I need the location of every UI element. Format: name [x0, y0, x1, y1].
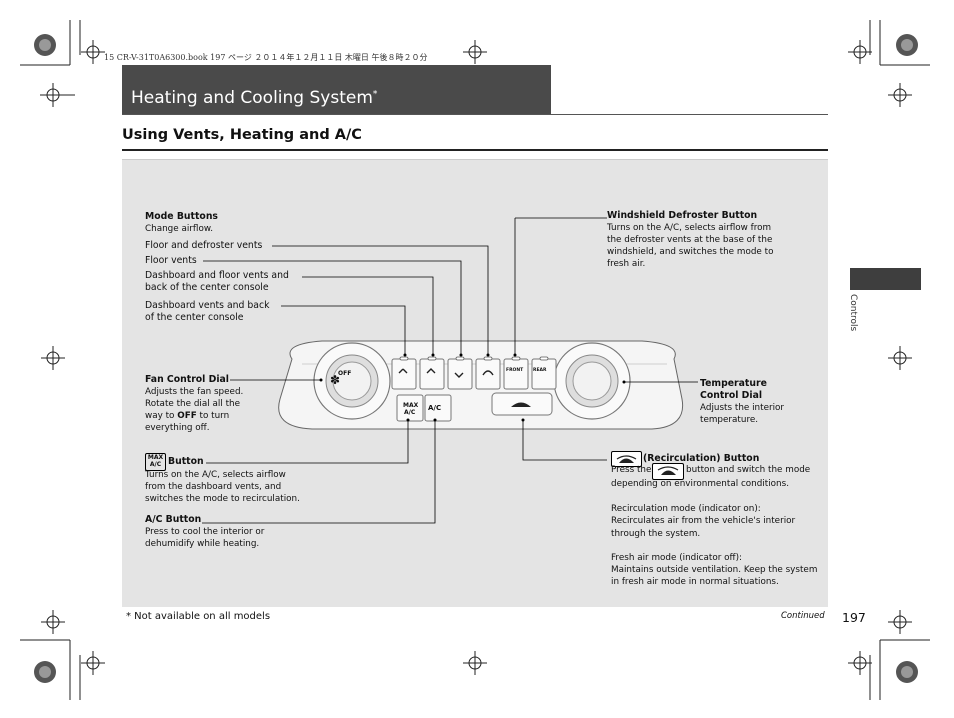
- recirc-on-title: Recirculation mode (indicator on):: [611, 504, 761, 514]
- ac-button-label: A/C: [428, 404, 442, 412]
- max-ac-desc-3: switches the mode to recirculation.: [145, 494, 300, 504]
- fan-control-desc-1: Adjusts the fan speed.: [145, 387, 244, 397]
- recirculation-title: (Recirculation) Button: [643, 453, 760, 464]
- section-rule: [122, 149, 828, 151]
- fresh-air-desc-2: in fresh air mode in normal situations.: [611, 577, 779, 587]
- section-title: Using Vents, Heating and A/C: [122, 127, 362, 143]
- recirculation-press-pre: Press the: [611, 465, 652, 475]
- windshield-defroster-desc-2: the defroster vents at the base of the: [607, 235, 773, 245]
- side-chapter-tab: [850, 268, 921, 290]
- recirculation-inline-icon: [652, 463, 684, 480]
- recirculation-inline-glyph: [657, 466, 679, 475]
- fan-control-desc-3: way to OFF to turn: [145, 410, 229, 422]
- windshield-defroster-desc-3: windshield, and switches the mode to: [607, 247, 774, 257]
- windshield-defroster-desc-1: Turns on the A/C, selects airflow from: [607, 223, 772, 233]
- temperature-dial-title-1: Temperature: [700, 378, 767, 389]
- max-ac-sub-label: A/C: [404, 409, 416, 416]
- dash-back-label-2: of the center console: [145, 312, 244, 323]
- max-ac-title: Button: [168, 456, 204, 467]
- fresh-air-title: Fresh air mode (indicator off):: [611, 553, 742, 563]
- page-title: Heating and Cooling System*: [131, 88, 377, 108]
- floor-defroster-label: Floor and defroster vents: [145, 240, 263, 251]
- ac-button-title: A/C Button: [145, 514, 202, 525]
- page-number: 197: [842, 610, 866, 625]
- rear-defroster-label: REAR: [533, 368, 547, 373]
- mode-buttons-desc: Change airflow.: [145, 224, 214, 234]
- front-defroster-label: FRONT: [506, 368, 524, 373]
- recirculation-icon: [611, 451, 642, 467]
- fan-desc-3-off: OFF: [177, 411, 197, 421]
- max-ac-desc-2: from the dashboard vents, and: [145, 482, 282, 492]
- recirculation-press-2: depending on environmental conditions.: [611, 479, 790, 489]
- fresh-air-desc-1: Maintains outside ventilation. Keep the …: [611, 565, 818, 575]
- fan-desc-3-pre: way to: [145, 411, 178, 421]
- windshield-defroster-desc-4: fresh air.: [607, 259, 646, 269]
- dash-floor-label-1: Dashboard and floor vents and: [145, 270, 289, 281]
- title-footnote-marker: *: [372, 89, 378, 100]
- recirc-on-desc-1: Recirculates air from the vehicle's inte…: [611, 516, 796, 526]
- max-ac-icon: MAX A/C: [145, 453, 166, 471]
- recirculation-press-post: button and switch the mode: [686, 465, 811, 475]
- max-ac-icon-bottom: A/C: [149, 461, 162, 468]
- dash-floor-label-2: back of the center console: [145, 282, 269, 293]
- continued-label: Continued: [781, 611, 825, 621]
- recirc-on-desc-2: through the system.: [611, 529, 701, 539]
- footnote: * Not available on all models: [126, 611, 271, 622]
- climate-control-illustration: [278, 340, 684, 430]
- floor-vents-label: Floor vents: [145, 255, 197, 266]
- off-label: OFF: [338, 370, 352, 377]
- temperature-dial-title-2: Control Dial: [700, 390, 763, 401]
- fan-desc-3-post: to turn: [196, 411, 230, 421]
- max-label: MAX: [403, 402, 419, 409]
- dash-back-label-1: Dashboard vents and back: [145, 300, 270, 311]
- max-ac-icon-top: MAX: [147, 454, 164, 461]
- max-ac-desc-1: Turns on the A/C, selects airflow: [145, 470, 286, 480]
- fan-control-title: Fan Control Dial: [145, 374, 229, 385]
- book-file-info: 15 CR-V-31T0A6300.book 197 ページ ２０１４年１２月１…: [104, 53, 428, 62]
- page-title-text: Heating and Cooling System: [131, 88, 373, 108]
- mode-buttons-title: Mode Buttons: [145, 211, 218, 222]
- temperature-dial-desc-1: Adjusts the interior: [700, 403, 785, 413]
- fan-icon: ✽: [330, 373, 341, 387]
- ac-button-desc-2: dehumidify while heating.: [145, 539, 260, 549]
- windshield-defroster-title: Windshield Defroster Button: [607, 210, 758, 221]
- side-chapter-label: Controls: [848, 294, 858, 332]
- title-bar: [122, 65, 551, 114]
- temperature-dial-desc-2: temperature.: [700, 415, 759, 425]
- title-rule: [122, 114, 828, 115]
- recirculation-icon-glyph: [616, 455, 637, 463]
- ac-button-desc-1: Press to cool the interior or: [145, 527, 265, 537]
- fan-control-desc-2: Rotate the dial all the: [145, 399, 241, 409]
- fan-control-desc-4: everything off.: [145, 423, 210, 433]
